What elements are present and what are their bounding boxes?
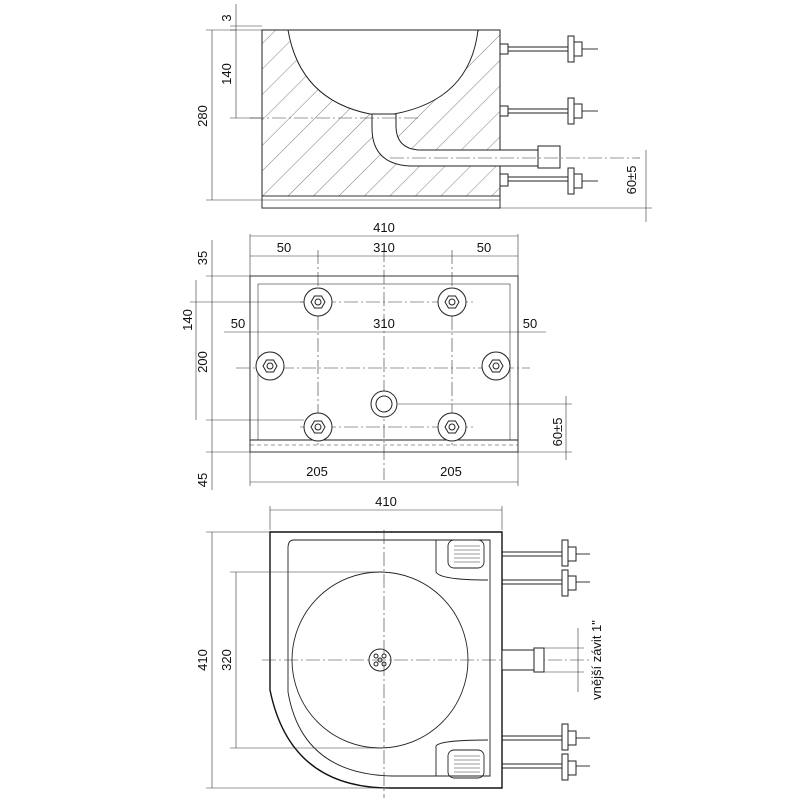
dim-bolt-140: 140: [180, 309, 195, 331]
dim-height-280: 280: [195, 105, 210, 127]
thread-label: vnější závit 1": [589, 620, 604, 700]
mount-bolt-bottom-right: [437, 412, 467, 442]
plan-bolt-2: [502, 569, 590, 597]
base-band: [261, 195, 501, 209]
plan-view: 410 410 320 vnější závit 1": [195, 494, 604, 798]
dim-top-3: 3: [219, 14, 234, 21]
bolt-middle: [499, 97, 598, 125]
dim-mid-span-310: 310: [373, 316, 395, 331]
dim-right-50: 50: [477, 240, 491, 255]
dim-bowl-depth: 140: [219, 63, 234, 85]
rear-mounting-view: 410 50 310 50 50 310 50 35 140 200 45 60…: [180, 220, 572, 490]
dim-height-200: 200: [195, 351, 210, 373]
dim-mid-outlet: 60±5: [550, 418, 565, 447]
mount-bolt-bottom-left: [303, 412, 333, 442]
mount-bolt-top-right: [437, 287, 467, 317]
overflow-vent-bottom: [447, 749, 485, 779]
bolt-lower: [499, 167, 598, 195]
bolt-upper: [499, 35, 598, 63]
dim-plan-width: 410: [375, 494, 397, 509]
dim-left-50: 50: [277, 240, 291, 255]
mount-bolt-mid-right: [481, 351, 511, 381]
mount-bolt-top-left: [303, 287, 333, 317]
outlet-stub: [537, 145, 561, 169]
dim-outlet-height: 60±5: [624, 166, 639, 195]
dim-plan-height: 410: [195, 649, 210, 671]
dim-mid-left-50: 50: [231, 316, 245, 331]
mount-bolt-mid-left: [255, 351, 285, 381]
plan-bolt-4: [502, 753, 590, 781]
dim-half-right-205: 205: [440, 464, 462, 479]
basin-inner: [287, 539, 491, 777]
side-section-view: 3 140 280 60±5: [195, 4, 652, 222]
dim-half-left-205: 205: [306, 464, 328, 479]
outlet-hole: [370, 390, 398, 418]
plan-bolt-1: [502, 539, 590, 567]
overflow-vent-top: [447, 539, 485, 569]
dim-bottom-45: 45: [195, 473, 210, 487]
dim-span-310: 310: [373, 240, 395, 255]
dim-mid-right-50: 50: [523, 316, 537, 331]
plan-bolt-3: [502, 723, 590, 751]
dim-top-35: 35: [195, 251, 210, 265]
dim-bowl-320: 320: [219, 649, 234, 671]
dim-width-410: 410: [373, 220, 395, 235]
